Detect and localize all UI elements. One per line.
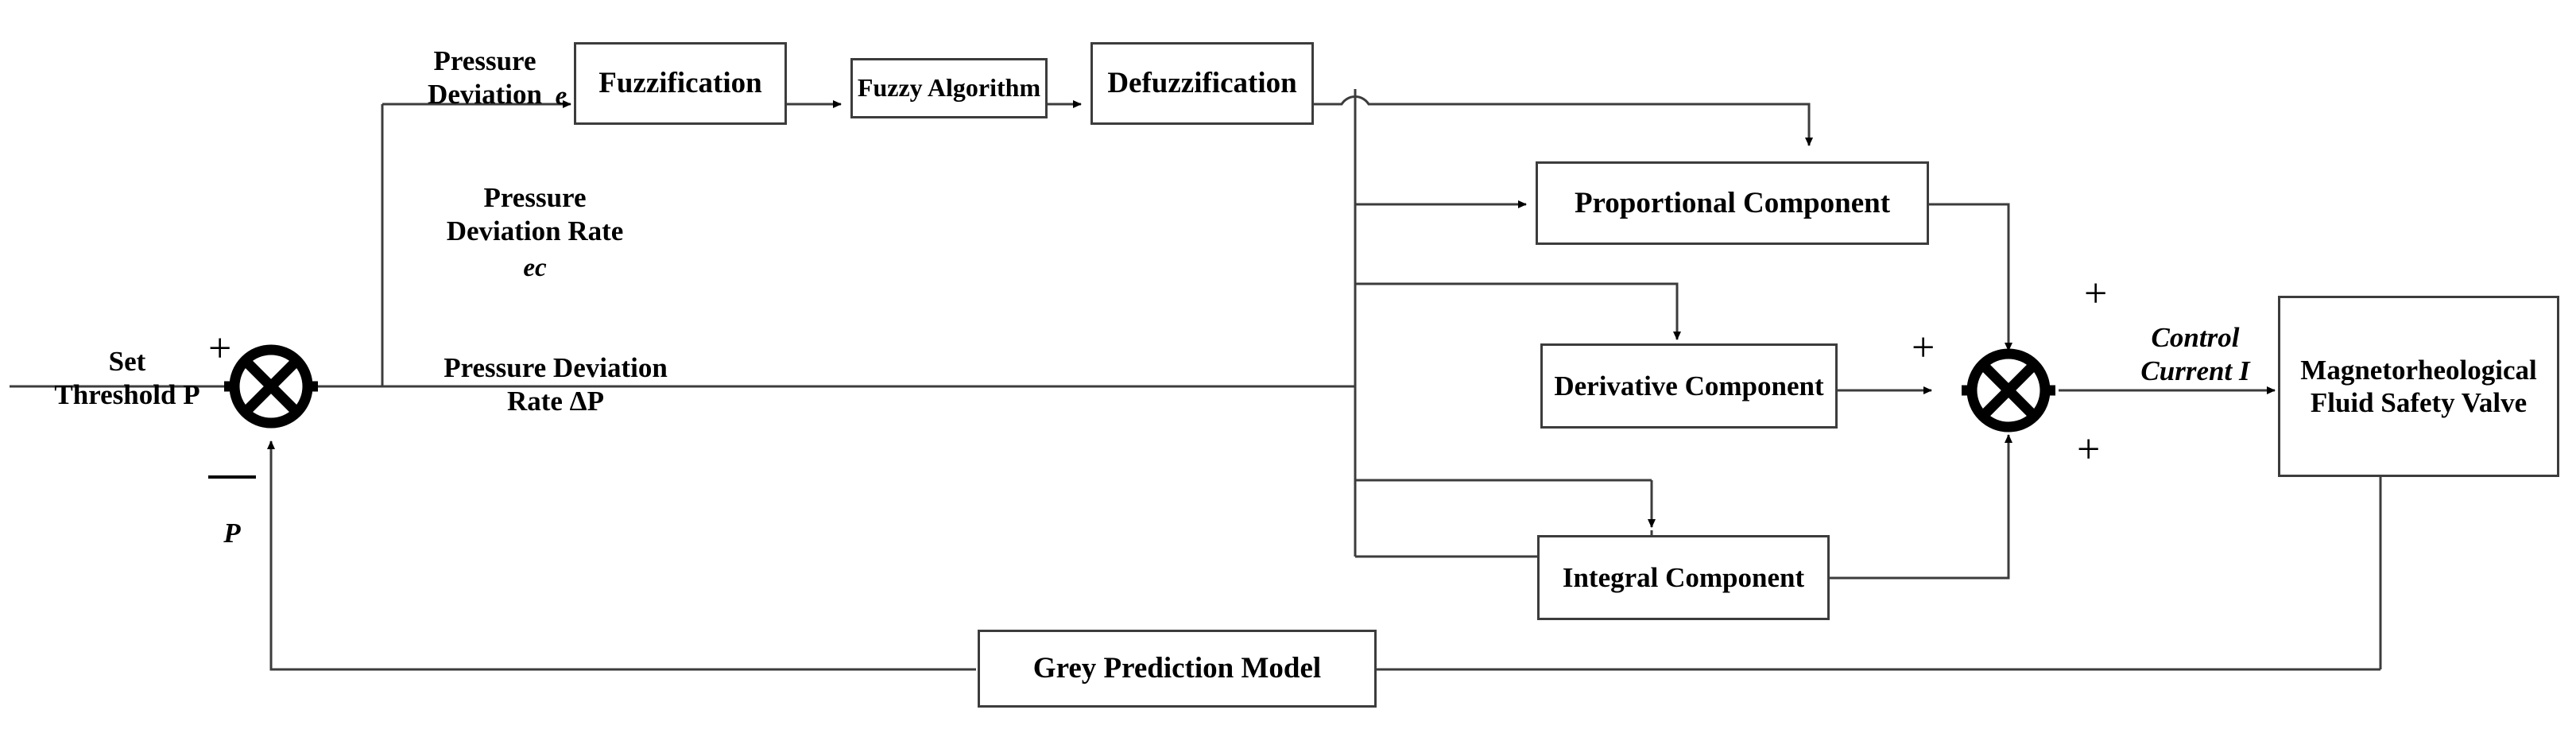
sign-sum1-plus: + (208, 328, 231, 370)
wire-defuzz-to-proportional (1314, 95, 1813, 146)
block-fuzzification-label: Fuzzification (598, 67, 762, 100)
wire-proportional-to-sum (1929, 203, 2012, 351)
sign-sum2-plus-bottom: + (2077, 429, 2100, 471)
label-pressure-deviation-symbol: e (545, 49, 577, 112)
wire-integral-to-sum (1830, 434, 2012, 580)
wire-grey-to-sum1 (267, 440, 976, 671)
block-magnetorheological-valve[interactable]: Magnetorheological Fluid Safety Valve (2278, 296, 2559, 477)
label-pressure-deviation-rate: Pressure Deviation Rate (420, 148, 650, 248)
block-fuzzy-algorithm-label: Fuzzy Algorithm (857, 73, 1041, 103)
sign-sum2-plus-left-text: + (1912, 325, 1935, 370)
label-pressure-deviation: Pressure Deviation (409, 11, 560, 111)
pid-summing-junction (1962, 348, 2055, 433)
label-pressure-deviation-rate-text: Pressure Deviation Rate (446, 182, 624, 246)
wire-bus-to-derivative (1355, 282, 1681, 340)
sign-sum2-plus-top-text: + (2084, 271, 2108, 316)
sign-sum2-plus-left: + (1912, 328, 1935, 369)
label-control-current-text: Control Current I (2140, 322, 2250, 386)
block-derivative-component[interactable]: Derivative Component (1540, 343, 1838, 429)
block-magnetorheological-valve-label: Magnetorheological Fluid Safety Valve (2300, 354, 2537, 418)
block-fuzzy-algorithm[interactable]: Fuzzy Algorithm (850, 58, 1048, 118)
error-summing-junction (224, 344, 318, 429)
block-proportional-component[interactable]: Proportional Component (1536, 161, 1929, 245)
label-pressure-deviation-rate-dp-text: Pressure Deviation Rate ΔP (444, 352, 668, 417)
block-defuzzification-label: Defuzzification (1107, 67, 1297, 100)
label-pressure-deviation-rate-symbol-text: ec (523, 253, 547, 282)
label-pressure-deviation-text: Pressure Deviation (428, 45, 542, 110)
label-set-threshold-text: Set Threshold P (54, 346, 200, 410)
block-integral-component[interactable]: Integral Component (1537, 535, 1830, 620)
block-defuzzification[interactable]: Defuzzification (1090, 42, 1314, 125)
block-derivative-component-label: Derivative Component (1554, 370, 1824, 401)
block-grey-prediction-model-label: Grey Prediction Model (1032, 652, 1322, 685)
label-feedback-pressure-symbol: P (208, 475, 256, 550)
block-fuzzification[interactable]: Fuzzification (574, 42, 787, 125)
label-control-current: Control Current I (2116, 288, 2275, 388)
sign-sum2-plus-top: + (2084, 273, 2107, 315)
block-proportional-component-label: Proportional Component (1574, 186, 1891, 219)
block-integral-component-label: Integral Component (1562, 561, 1805, 593)
label-set-threshold: Set Threshold P (32, 312, 223, 412)
sign-sum2-plus-bottom-text: + (2077, 427, 2101, 472)
label-feedback-pressure-symbol-text: P (223, 518, 241, 549)
block-grey-prediction-model[interactable]: Grey Prediction Model (978, 630, 1377, 708)
sign-sum1-plus-text: + (208, 326, 232, 371)
label-pressure-deviation-rate-symbol: ec (499, 221, 571, 284)
label-pressure-deviation-symbol-text: e (555, 81, 567, 111)
label-pressure-deviation-rate-dp: Pressure Deviation Rate ΔP (401, 318, 711, 418)
